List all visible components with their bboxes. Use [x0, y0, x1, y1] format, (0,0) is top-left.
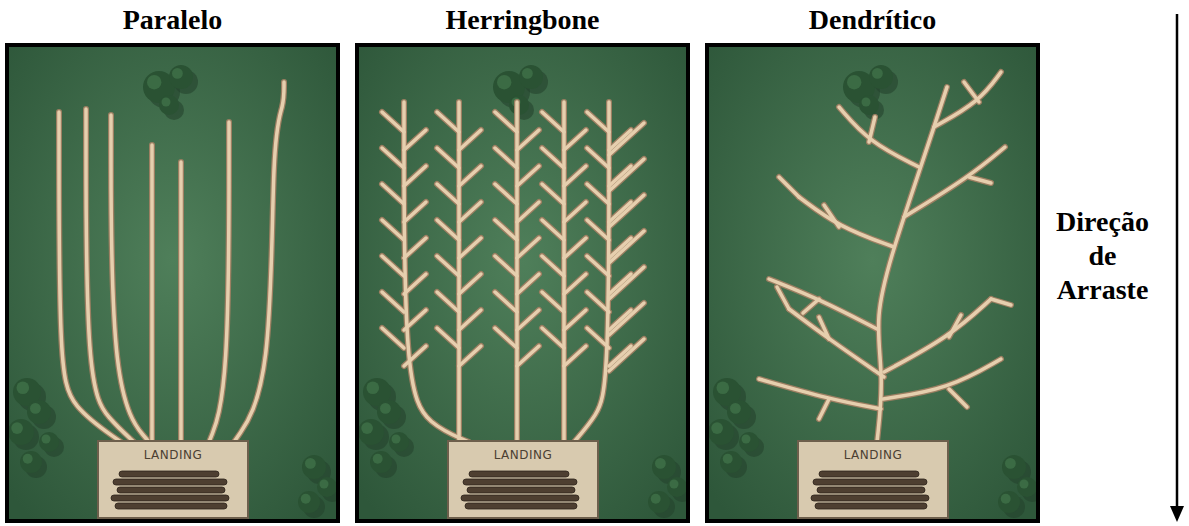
- landing-box: LANDING: [97, 440, 249, 519]
- landing-box: LANDING: [447, 440, 599, 519]
- landing-box: LANDING: [797, 440, 949, 519]
- skid-trails: [759, 72, 1011, 442]
- pattern-panel: DendríticoLANDING: [705, 43, 1040, 523]
- drag-direction-label: Direção de Arraste: [1040, 205, 1165, 307]
- pattern-title: Paralelo: [0, 3, 356, 37]
- log-pile: [799, 465, 947, 517]
- tree-clusters: [709, 65, 1036, 518]
- pattern-title: Dendrítico: [689, 3, 1056, 37]
- tree-clusters: [359, 65, 686, 518]
- log-pile: [449, 465, 597, 517]
- pattern-panel: ParaleloLANDING: [5, 43, 340, 523]
- pattern-title: Herringbone: [339, 3, 706, 37]
- pattern-panel: HerringboneLANDING: [355, 43, 690, 523]
- skid-trails: [382, 102, 644, 442]
- tree-clusters: [9, 65, 336, 518]
- landing-label: LANDING: [99, 442, 247, 463]
- skid-trails: [59, 82, 284, 442]
- landing-label: LANDING: [799, 442, 947, 463]
- log-pile: [99, 465, 247, 517]
- landing-label: LANDING: [449, 442, 597, 463]
